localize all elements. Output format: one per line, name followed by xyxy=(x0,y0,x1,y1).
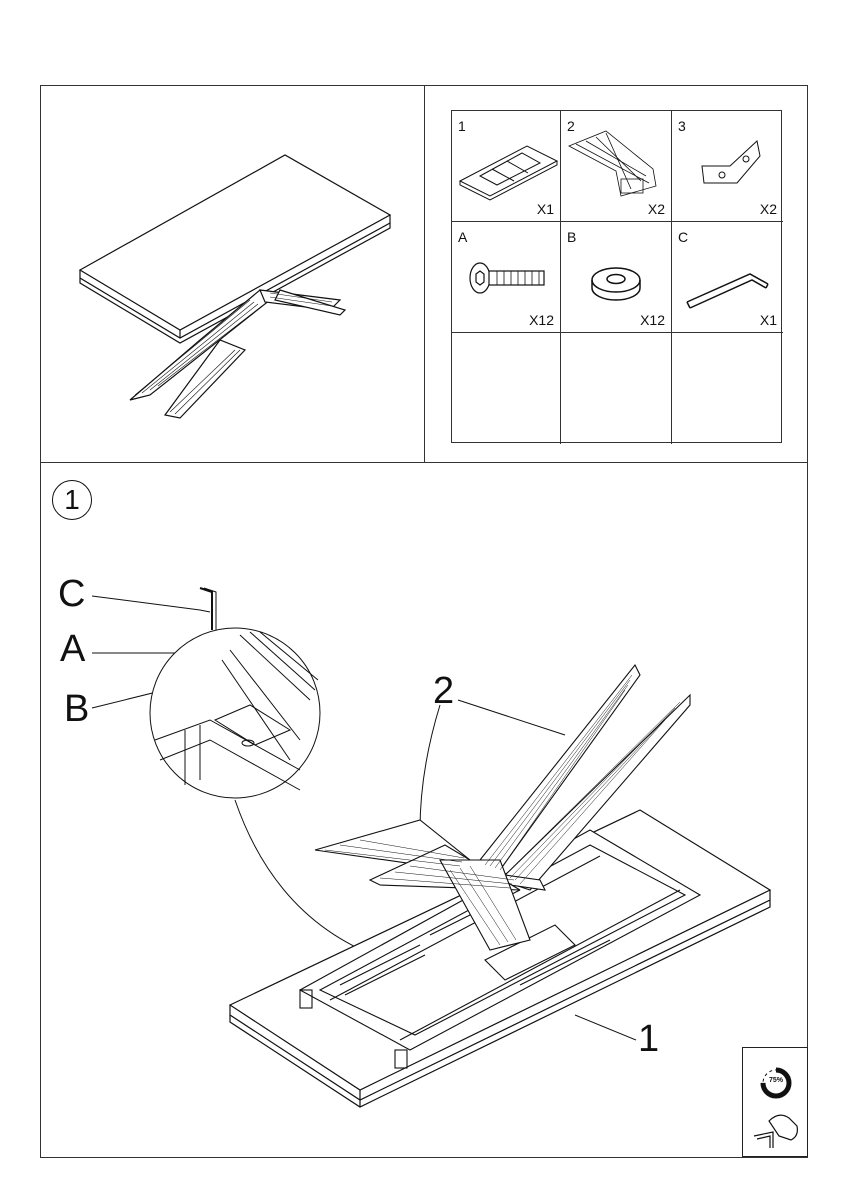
table-leg-icon xyxy=(568,130,657,197)
percent-label: 75% xyxy=(768,1077,783,1084)
part-qty: X2 xyxy=(759,201,777,217)
column-divider xyxy=(424,85,425,462)
part-id: C xyxy=(678,229,689,245)
callout-a: A xyxy=(60,628,86,670)
part-cell: 2 X2 xyxy=(561,111,672,222)
part-cell: B X12 xyxy=(561,222,672,333)
part-qty: X2 xyxy=(647,201,665,217)
part-qty: X1 xyxy=(759,312,777,328)
callout-c: C xyxy=(58,573,86,615)
bracket-plate-icon xyxy=(701,140,761,184)
part-cell: 1 X1 xyxy=(452,111,561,222)
part-cell: A X12 xyxy=(452,222,561,333)
washer-icon xyxy=(591,267,641,301)
parts-list: 1 X1 2 X2 3 xyxy=(451,110,783,444)
part-qty: X1 xyxy=(536,201,554,217)
part-id: 3 xyxy=(678,118,686,134)
assembled-table-illustration xyxy=(78,154,392,419)
callout-part-1: 1 xyxy=(638,1018,660,1060)
step-number: 1 xyxy=(52,480,92,520)
progress-ring-icon xyxy=(760,1067,792,1099)
part-qty: X12 xyxy=(529,312,554,328)
empty-cell xyxy=(452,333,561,444)
empty-cell xyxy=(561,333,672,444)
table-frame-icon xyxy=(458,145,559,201)
hand-tool-icon xyxy=(753,1114,798,1148)
part-qty: X12 xyxy=(640,312,665,328)
screw-icon xyxy=(469,262,545,294)
part-id: 1 xyxy=(458,118,466,134)
part-id: 2 xyxy=(567,118,575,134)
part-cell: C X1 xyxy=(672,222,783,333)
part-cell: 3 X2 xyxy=(672,111,783,222)
callout-b: B xyxy=(64,688,90,730)
part-id: B xyxy=(567,229,577,245)
hex-key-icon xyxy=(686,273,769,309)
section-divider xyxy=(40,462,808,463)
part-id: A xyxy=(458,229,468,245)
callout-part-2: 2 xyxy=(433,670,455,712)
assembly-note-box: 75% xyxy=(742,1047,808,1157)
